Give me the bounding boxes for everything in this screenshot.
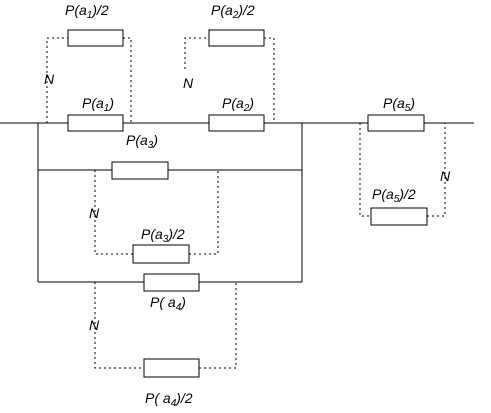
branch-a4-half-right	[199, 282, 237, 369]
element-a4-half	[143, 358, 200, 378]
branch-a5-half-right	[427, 123, 446, 217]
element-a3-half	[132, 244, 190, 264]
element-a3	[111, 161, 169, 180]
label-a5: P(a5)	[383, 95, 415, 114]
branch-a2-half-left	[184, 37, 209, 69]
element-a5	[367, 114, 425, 132]
label-a3-half: P(a3)/2	[141, 226, 185, 245]
label-a4: P( a4)	[150, 294, 186, 313]
label-a4-half: P( a4)/2	[145, 390, 193, 409]
branch-a1-half-right	[123, 37, 132, 123]
n-label-a2: N	[183, 75, 194, 91]
branch-a5-half-left	[359, 123, 371, 217]
branch-a4-half-left	[94, 282, 144, 369]
element-a2	[208, 114, 265, 132]
element-a4	[143, 273, 200, 292]
label-a3: P(a3)	[126, 132, 158, 151]
element-a2-half	[208, 29, 265, 47]
label-a2: P(a2)	[222, 95, 254, 114]
element-a5-half	[370, 207, 428, 226]
label-a2-half: P(a2)/2	[211, 2, 255, 21]
n-label-a4: N	[89, 317, 100, 333]
element-a1	[67, 114, 124, 132]
branch-a1-half-left	[46, 37, 68, 123]
branch-a3-half-right	[189, 170, 219, 255]
label-a5-half: P(a5)/2	[372, 186, 416, 205]
n-label-a5: N	[440, 168, 451, 184]
n-label-a3: N	[89, 205, 100, 221]
label-a1-half: P(a1)/2	[65, 2, 109, 21]
n-label-a1: N	[44, 71, 55, 87]
branch-a3-half-left	[94, 170, 133, 255]
branch-a2-half-right	[264, 37, 275, 123]
element-a1-half	[67, 29, 124, 47]
label-a1: P(a1)	[82, 95, 114, 114]
